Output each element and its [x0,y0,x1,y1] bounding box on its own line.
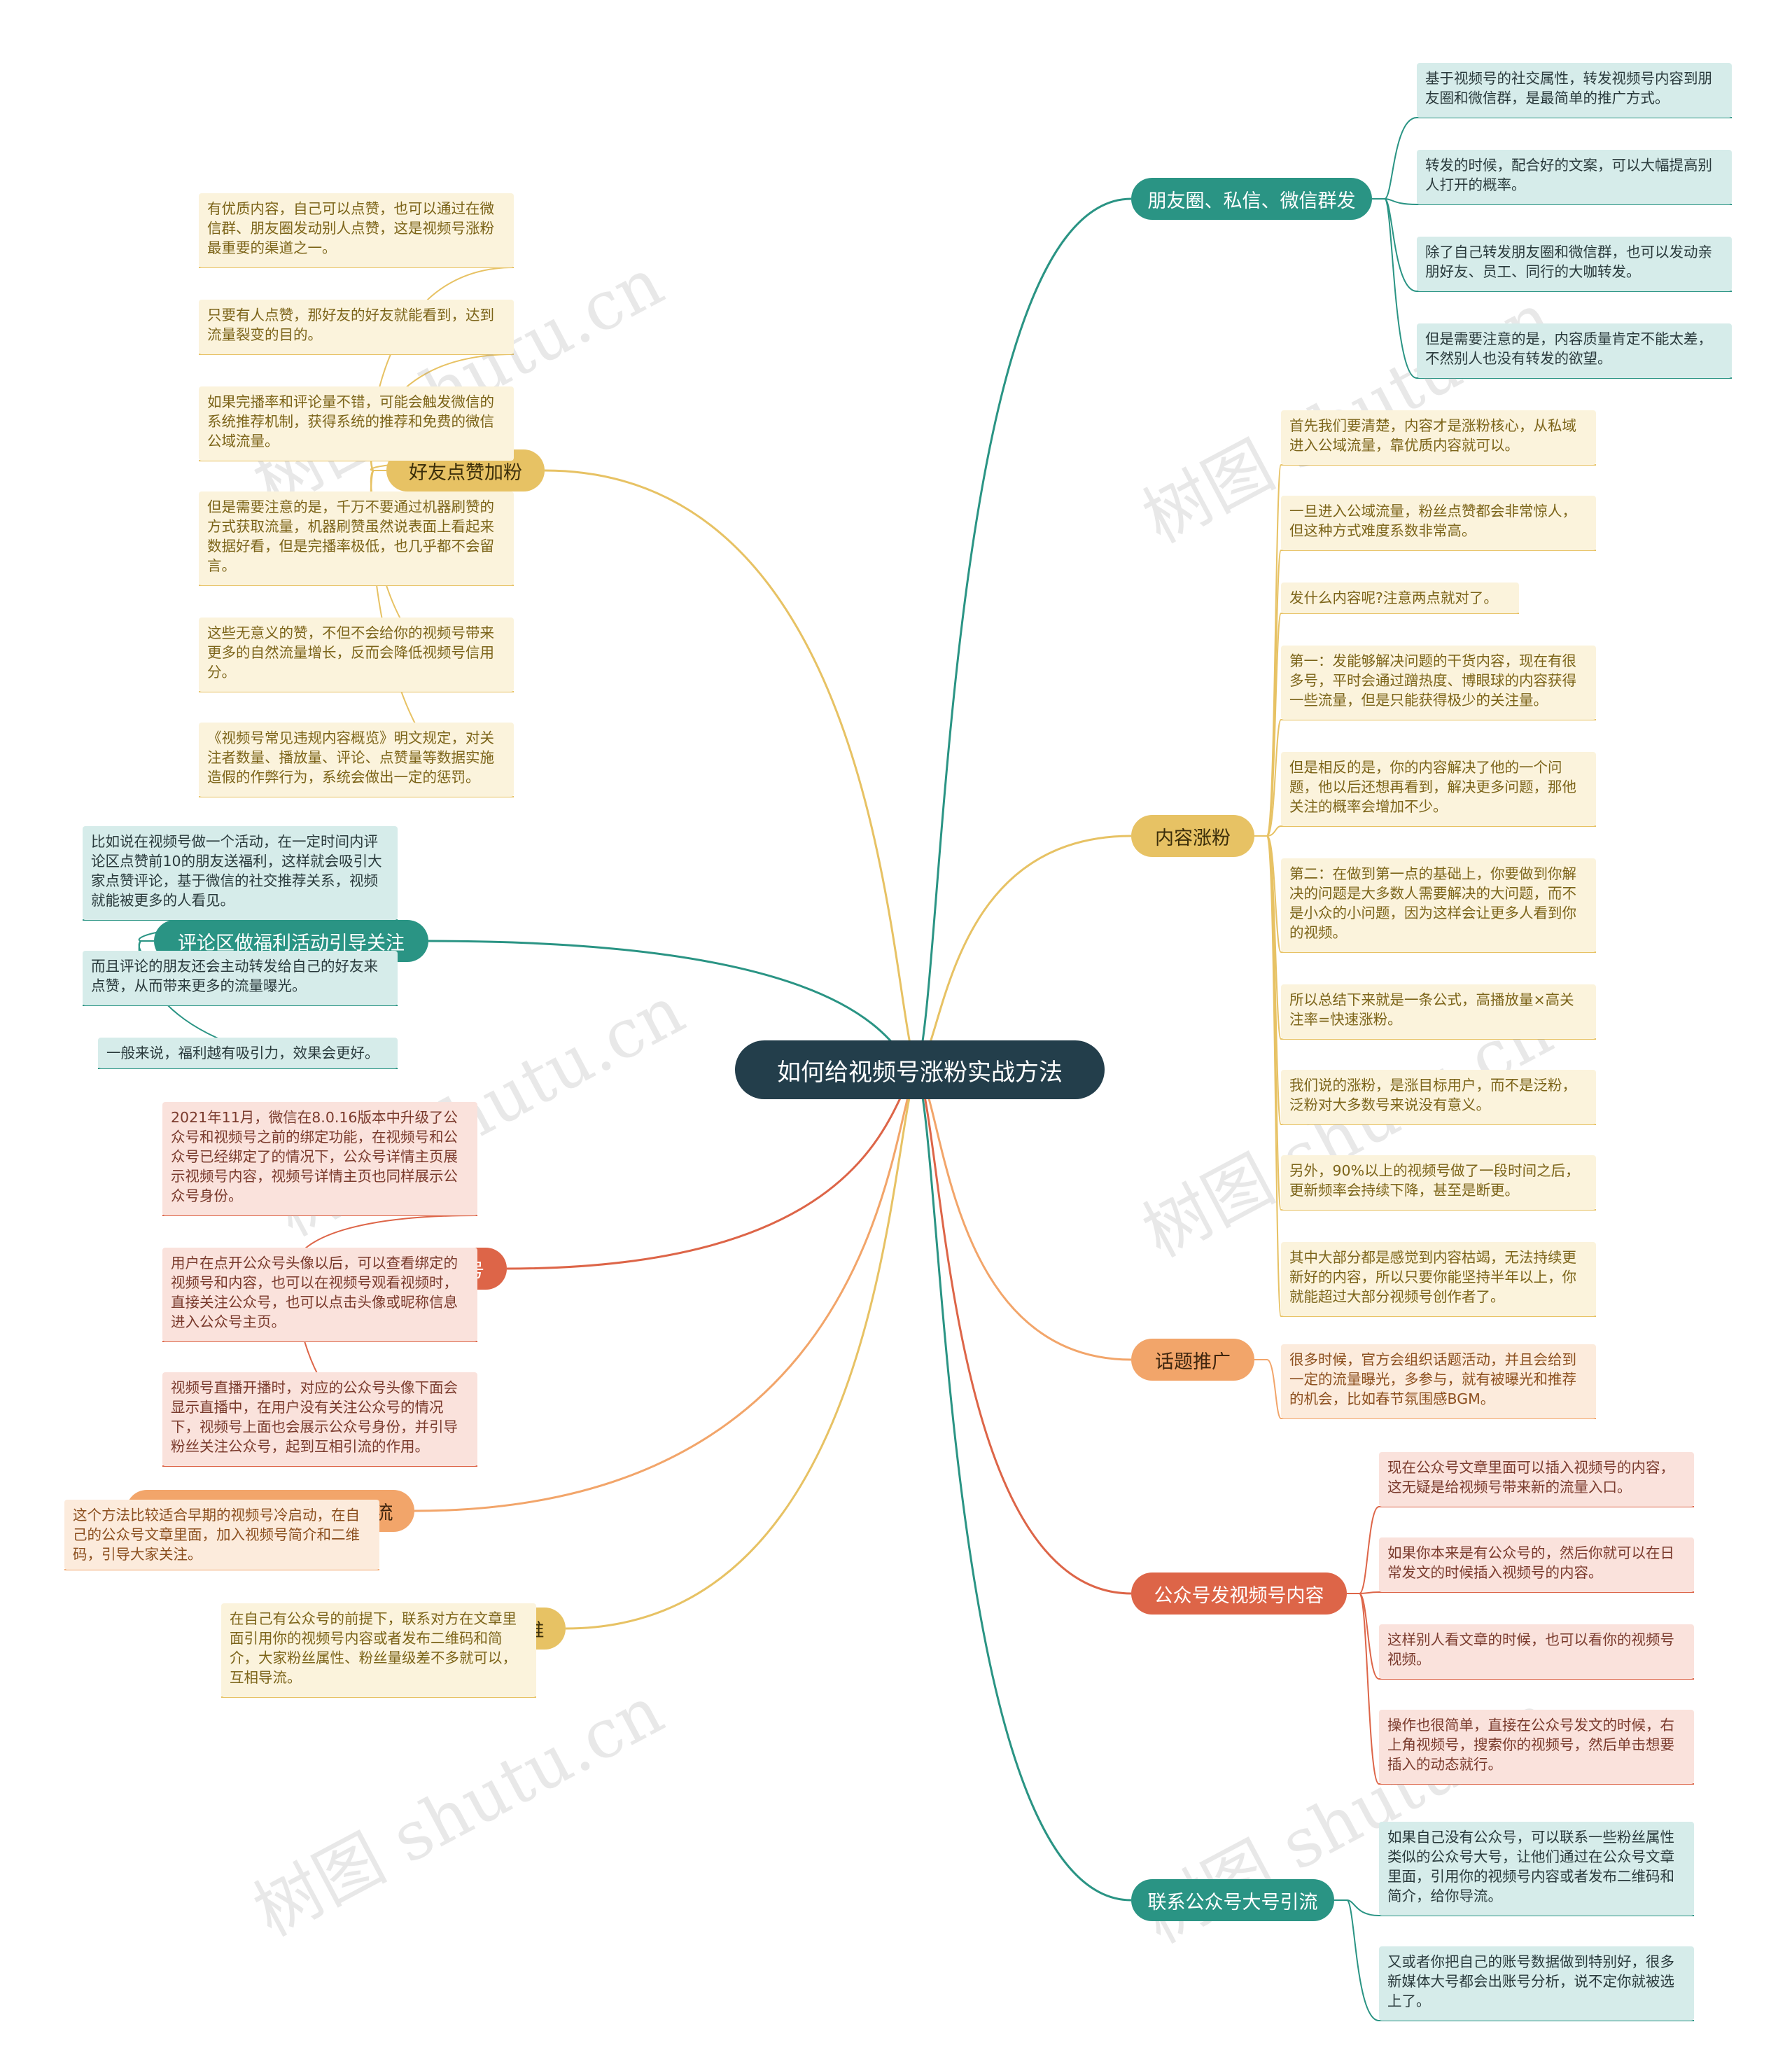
leaf-connector [1346,1899,1380,2021]
leaf-note: 只要有人点赞，那好友的好友就能看到，达到流量裂变的目的。 [199,300,514,354]
branch-connector [414,1069,918,1512]
branch-connector [506,1068,918,1270]
leaf-connector [1266,719,1282,837]
leaf-note: 2021年11月，微信在8.0.16版本中升级了公众号和视频号之前的绑定功能，在… [162,1102,477,1215]
branch-connector [916,197,1132,1071]
leaf-note: 我们说的涨粉，是涨目标用户，而不是泛粉，泛粉对大多数号来说没有意义。 [1281,1070,1596,1124]
leaf-note: 但是需要注意的是，千万不要通过机器刷赞的方式获取流量，机器刷赞虽然说表面上看起来… [199,491,514,585]
branch-topic[interactable]: 公众号发视频号内容 [1131,1573,1347,1615]
leaf-note: 又或者你把自己的账号数据做到特别好，很多新媒体大号都会出账号分析，说不定你就被选… [1379,1946,1694,2021]
leaf-connector [1384,198,1418,379]
leaf-note: 基于视频号的社交属性，转发视频号内容到朋友圈和微信群，是最简单的推广方式。 [1417,63,1732,118]
branch-connector [916,1068,1132,1361]
leaf-note: 如果完播率和评论量不错，可能会触发微信的系统推荐机制，获得系统的推荐和免费的微信… [199,386,514,461]
leaf-connector [1266,1359,1282,1419]
leaf-note: 但是需要注意的是，内容质量肯定不能太差，不然别人也没有转发的欲望。 [1417,323,1732,378]
leaf-note: 视频号直播开播时，对应的公众号头像下面会显示直播中，在用户没有关注公众号的情况下… [162,1372,477,1466]
branch-connector [565,1069,918,1630]
leaf-connector [1266,464,1282,837]
leaf-note: 现在公众号文章里面可以插入视频号的内容，这无疑是给视频号带来新的流量入口。 [1379,1452,1694,1507]
leaf-note: 第二：在做到第一点的基础上，你要做到你解决的问题是大多数人需要解决的大问题，而不… [1281,858,1596,952]
leaf-connector [1346,1899,1380,1916]
leaf-note: 用户在点开公众号头像以后，可以查看绑定的视频号和内容，也可以在视频号观看视频时，… [162,1248,477,1341]
leaf-note: 而且评论的朋友还会主动转发给自己的好友来点赞，从而带来更多的流量曝光。 [83,951,398,1005]
leaf-connector [1384,198,1418,292]
branch-connector [544,469,918,1071]
leaf-note: 所以总结下来就是一条公式，高播放量×高关注率=快速涨粉。 [1281,984,1596,1039]
leaf-connector [1266,613,1282,837]
leaf-note: 有优质内容，自己可以点赞，也可以通过在微信群、朋友圈发动别人点赞，这是视频号涨粉… [199,193,514,267]
leaf-note: 一般来说，福利越有吸引力，效果会更好。 [98,1038,398,1068]
leaf-connector [1384,117,1418,200]
leaf-note: 这个方法比较适合早期的视频号冷启动，在自己的公众号文章里面，加入视频号简介和二维… [64,1500,379,1570]
leaf-note: 比如说在视频号做一个活动，在一定时间内评论区点赞前10的朋友送福利，这样就会吸引… [83,826,398,920]
leaf-connector [1384,198,1418,205]
leaf-note: 第一：发能够解决问题的干货内容，现在有很多号，平时会通过蹭热度、博眼球的内容获得… [1281,646,1596,720]
leaf-connector [1359,1506,1380,1594]
leaf-connector [1266,835,1282,1317]
leaf-note: 很多时候，官方会组织话题活动，并且会给到一定的流量曝光，多参与，就有被曝光和推荐… [1281,1344,1596,1418]
leaf-note: 如果你本来是有公众号的，然后你就可以在日常发文的时候插入视频号的内容。 [1379,1537,1694,1592]
leaf-note: 除了自己转发朋友圈和微信群，也可以发动亲朋好友、员工、同行的大咖转发。 [1417,237,1732,291]
branch-connector [916,1069,1132,1595]
leaf-note: 另外，90%以上的视频号做了一段时间之后，更新频率会持续下降，甚至是断更。 [1281,1155,1596,1210]
leaf-note: 其中大部分都是感觉到内容枯竭，无法持续更新好的内容，所以只要你能坚持半年以上，你… [1281,1242,1596,1316]
branch-topic[interactable]: 话题推广 [1131,1339,1254,1381]
leaf-note: 发什么内容呢?注意两点就对了。 [1281,583,1519,613]
leaf-note: 一旦进入公域流量，粉丝点赞都会非常惊人，但这种方式难度系数非常高。 [1281,496,1596,550]
leaf-note: 转发的时候，配合好的文案，可以大幅提高别人打开的概率。 [1417,150,1732,204]
leaf-note: 如果自己没有公众号，可以联系一些粉丝属性类似的公众号大号，让他们通过在公众号文章… [1379,1822,1694,1916]
leaf-note: 在自己有公众号的前提下，联系对方在文章里面引用你的视频号内容或者发布二维码和简介… [221,1603,536,1697]
leaf-note: 《视频号常见违规内容概览》明文规定，对关注者数量、播放量、评论、点赞量等数据实施… [199,723,514,797]
leaf-note: 操作也很简单，直接在公众号发文的时候，右上角视频号，搜索你的视频号，然后单击想要… [1379,1710,1694,1784]
leaf-connector [1266,835,1282,953]
branch-topic[interactable]: 内容涨粉 [1131,815,1254,857]
leaf-connector [1359,1593,1380,1785]
leaf-connector [1359,1591,1380,1594]
branch-connector [916,835,1132,1071]
leaf-connector [1266,825,1282,837]
leaf-note: 这样别人看文章的时候，也可以看你的视频号视频。 [1379,1624,1694,1679]
leaf-note: 这些无意义的赞，不但不会给你的视频号带来更多的自然流量增长，反而会降低视频号信用… [199,618,514,692]
branch-topic[interactable]: 联系公众号大号引流 [1131,1879,1334,1921]
branch-connector [916,1069,1132,1902]
branch-topic[interactable]: 朋友圈、私信、微信群发 [1131,178,1372,220]
root-topic[interactable]: 如何给视频号涨粉实战方法 [735,1040,1105,1099]
leaf-connector [1359,1593,1380,1680]
leaf-note: 但是相反的是，你的内容解决了他的一个问题，他以后还想再看到，解决更多问题，那他关… [1281,752,1596,826]
leaf-note: 首先我们要清楚，内容才是涨粉核心，从私域进入公域流量，靠优质内容就可以。 [1281,410,1596,465]
